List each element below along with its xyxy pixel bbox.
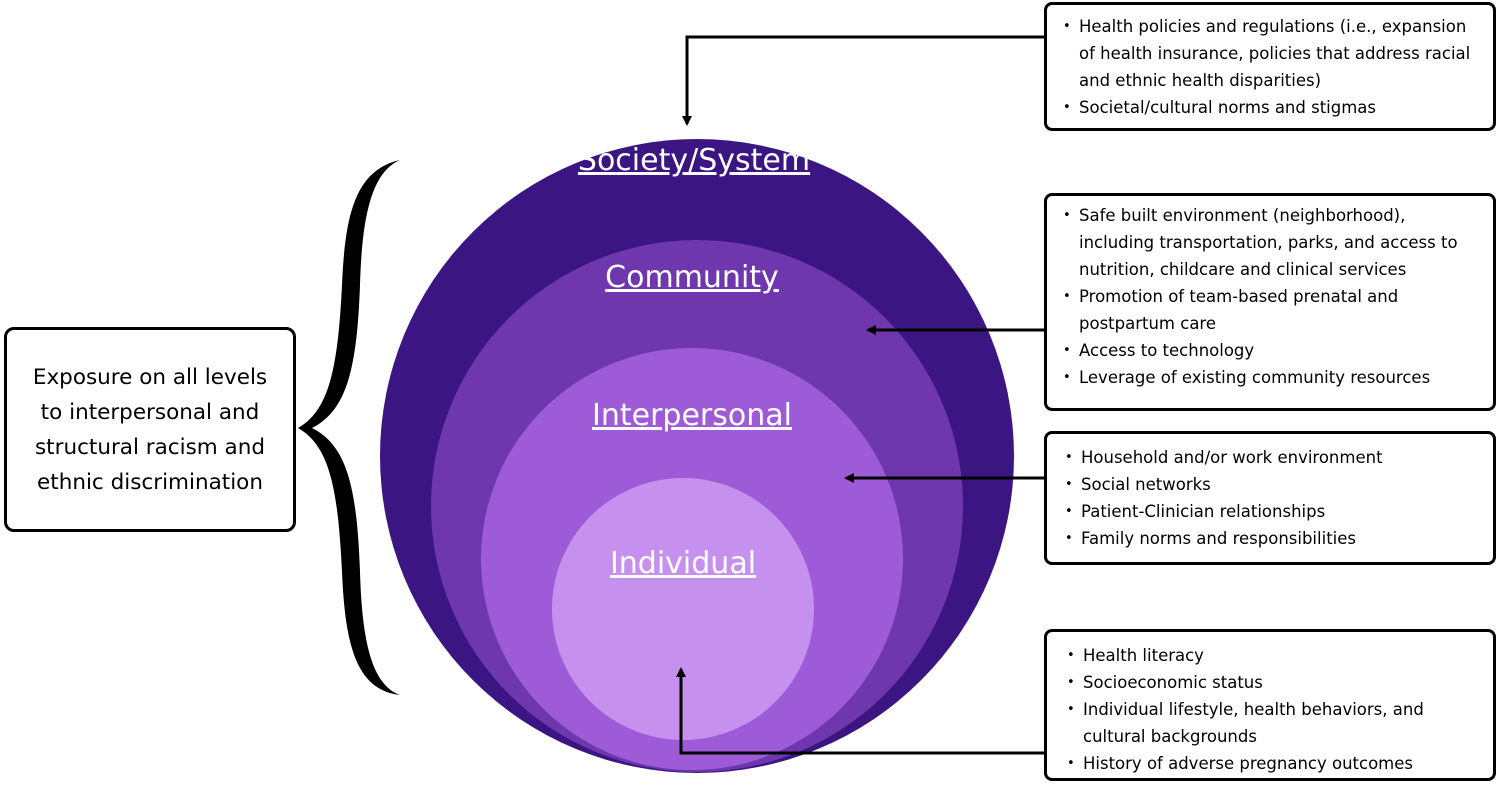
interpersonal-label: Interpersonal xyxy=(592,398,792,433)
list-item: Socioeconomic status xyxy=(1061,669,1483,696)
list-item: Social networks xyxy=(1059,471,1483,498)
list-item: Safe built environment (neighborhood), i… xyxy=(1057,202,1483,283)
arrow-individual xyxy=(676,667,1045,755)
individual-label: Individual xyxy=(610,546,756,581)
society-label: Society/System xyxy=(578,143,810,178)
list-item: Health literacy xyxy=(1061,642,1483,669)
exposure-box: Exposure on all levels to interpersonal … xyxy=(4,327,296,532)
list-item: Individual lifestyle, health behaviors, … xyxy=(1061,696,1483,750)
interpersonal-factors-list: Household and/or work environment Social… xyxy=(1059,444,1483,552)
list-item: Patient-Clinician relationships xyxy=(1059,498,1483,525)
interpersonal-factors-box: Household and/or work environment Social… xyxy=(1044,431,1496,565)
exposure-text: Exposure on all levels to interpersonal … xyxy=(32,364,268,495)
list-item: Leverage of existing community resources xyxy=(1057,364,1483,391)
list-item: Societal/cultural norms and stigmas xyxy=(1057,94,1483,121)
list-item: Household and/or work environment xyxy=(1059,444,1483,471)
individual-factors-box: Health literacy Socioeconomic status Ind… xyxy=(1044,629,1496,781)
community-label: Community xyxy=(605,260,779,295)
list-item: Health policies and regulations (i.e., e… xyxy=(1057,13,1483,94)
list-item: Family norms and responsibilities xyxy=(1059,525,1483,552)
curly-brace xyxy=(298,160,400,695)
arrow-society xyxy=(682,35,1045,126)
list-item: Access to technology xyxy=(1057,337,1483,364)
list-item: Promotion of team-based prenatal and pos… xyxy=(1057,283,1483,337)
community-factors-box: Safe built environment (neighborhood), i… xyxy=(1044,193,1496,411)
list-item: History of adverse pregnancy outcomes xyxy=(1061,750,1483,777)
individual-circle xyxy=(552,478,814,740)
community-factors-list: Safe built environment (neighborhood), i… xyxy=(1057,202,1483,391)
society-factors-box: Health policies and regulations (i.e., e… xyxy=(1044,2,1496,131)
individual-factors-list: Health literacy Socioeconomic status Ind… xyxy=(1061,642,1483,777)
society-factors-list: Health policies and regulations (i.e., e… xyxy=(1057,13,1483,121)
